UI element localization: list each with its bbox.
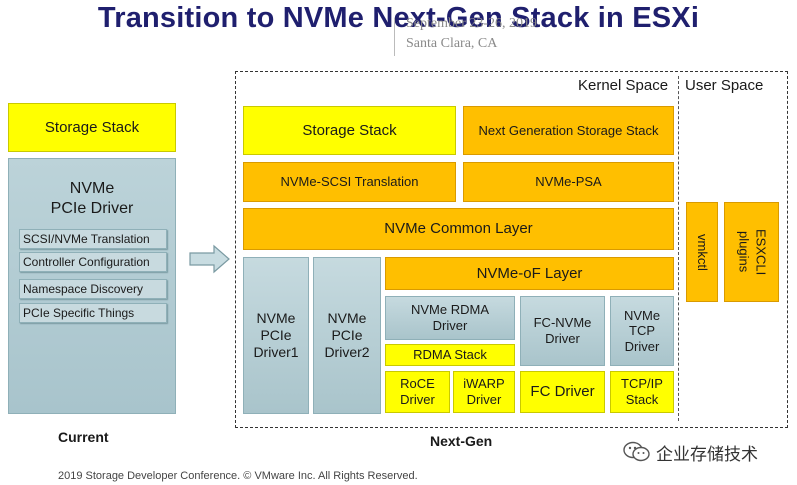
tcp-driver-line: NVMe (623, 307, 661, 323)
current-item: Controller Configuration (19, 252, 167, 272)
current-label: Current (58, 429, 109, 445)
tcp-driver-line: TCP (629, 323, 655, 339)
next-gen-storage-stack: Next Generation Storage Stack (463, 106, 674, 155)
current-driver-title-1: NVMe (69, 180, 115, 197)
current-storage-stack: Storage Stack (8, 103, 176, 152)
driver1-line: NVMe (256, 310, 296, 327)
iwarp-driver: iWARP Driver (453, 371, 515, 413)
driver2-line: Driver2 (324, 343, 370, 360)
nvme-rdma-driver: NVMe RDMA Driver (385, 296, 515, 340)
footer-copyright: 2019 Storage Developer Conference. © VMw… (58, 470, 418, 482)
page-title: Transition to NVMe Next-Gen Stack in ESX… (97, 2, 700, 34)
tcpip-line: TCP/IP (621, 376, 663, 392)
nvme-scsi-translation: NVMe-SCSI Translation (243, 162, 456, 202)
watermark-text: 企业存储技术 (656, 445, 758, 465)
rdma-driver-line: NVMe RDMA (410, 302, 489, 318)
driver1-line: PCIe (260, 327, 292, 344)
nvme-of-layer: NVMe-oF Layer (385, 257, 674, 290)
current-item: PCIe Specific Things (19, 303, 167, 323)
nextgen-label: Next-Gen (430, 433, 493, 449)
rdma-driver-line: Driver (432, 318, 468, 333)
iwarp-line: iWARP (463, 376, 505, 392)
current-item: SCSI/NVMe Translation (19, 229, 167, 249)
current-driver-title-2: PCIe Driver (50, 200, 134, 217)
fc-nvme-line: FC-NVMe (533, 315, 592, 331)
roce-line: Driver (400, 392, 435, 407)
driver2-line: NVMe (327, 310, 367, 327)
current-nvme-pcie-driver: NVMe PCIe Driver SCSI/NVMe Translation C… (8, 158, 176, 414)
nextgen-container (235, 71, 788, 428)
driver2-line: PCIe (331, 327, 363, 344)
nvme-pcie-driver1: NVMe PCIe Driver1 (243, 257, 309, 414)
tcp-driver-line: Driver (624, 338, 660, 354)
fc-nvme-line: Driver (545, 331, 580, 346)
vmkctl-label: vmkctl (694, 233, 710, 271)
kernel-user-divider (678, 76, 679, 421)
esxcli-line: ESXCLI (753, 228, 769, 276)
ng-storage-stack: Storage Stack (243, 106, 456, 155)
arrow-right-icon (189, 244, 230, 274)
vmkctl: vmkctl (686, 202, 718, 302)
overlay-date: September 23-26, 2019 (406, 16, 538, 31)
kernel-space-label: Kernel Space (578, 77, 669, 94)
fc-driver: FC Driver (520, 371, 605, 413)
current-item: Namespace Discovery (19, 279, 167, 299)
user-space-label: User Space (685, 77, 764, 94)
nvme-common-layer: NVMe Common Layer (243, 208, 674, 250)
tcpip-line: Stack (625, 392, 659, 407)
nvme-tcp-driver: NVMe TCP Driver (610, 296, 674, 366)
driver1-line: Driver1 (253, 343, 299, 360)
fc-nvme-driver: FC-NVMe Driver (520, 296, 605, 366)
tcpip-stack: TCP/IP Stack (610, 371, 674, 413)
esxcli-line: plugins (736, 231, 752, 273)
iwarp-line: Driver (466, 392, 502, 407)
wechat-icon (623, 441, 650, 462)
nvme-psa: NVMe-PSA (463, 162, 674, 202)
overlay-location: Santa Clara, CA (406, 36, 498, 51)
roce-line: RoCE (400, 376, 435, 392)
overlay-divider (394, 18, 395, 56)
nvme-pcie-driver2: NVMe PCIe Driver2 (313, 257, 381, 414)
roce-driver: RoCE Driver (385, 371, 450, 413)
rdma-stack: RDMA Stack (385, 344, 515, 366)
